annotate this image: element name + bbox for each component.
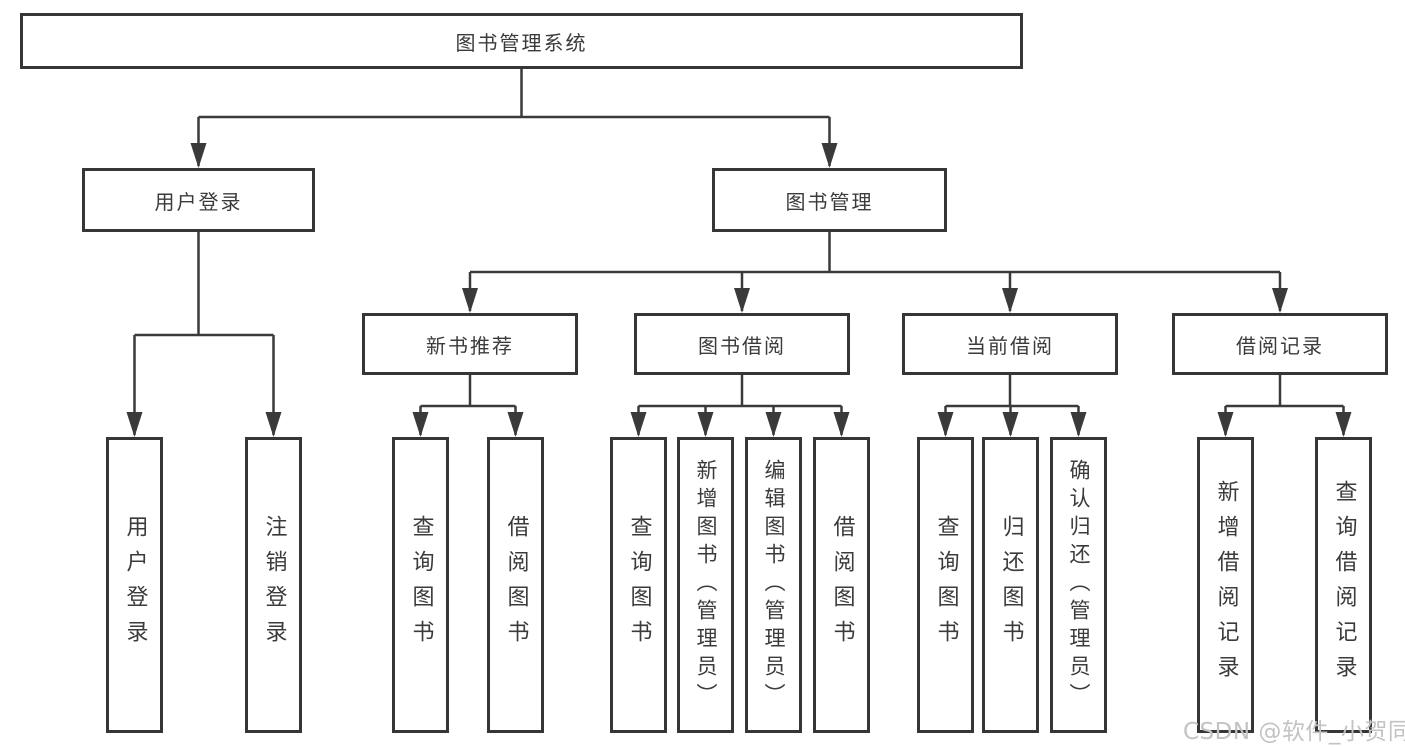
- leaf-recommend-borrow-book: 借阅图书: [487, 437, 544, 733]
- leaf-records-add-record: 新增借阅记录: [1197, 437, 1254, 733]
- connector-root-to-level2: [197, 69, 831, 166]
- arrowhead-icon: [1217, 412, 1234, 437]
- node-label: 查询图书: [626, 515, 652, 655]
- node-book-borrowing: 图书借阅: [634, 313, 850, 375]
- node-label: 当前借阅: [966, 333, 1054, 358]
- node-label: 查询图书: [408, 515, 434, 655]
- arrowhead-icon: [697, 412, 714, 437]
- arrowhead-icon: [630, 412, 647, 437]
- arrowhead-icon: [1002, 412, 1019, 437]
- node-label: 查询图书: [933, 515, 959, 655]
- arrowhead-icon: [1002, 288, 1018, 313]
- node-label: 图书借阅: [698, 333, 786, 358]
- node-label: 注销登录: [261, 515, 287, 655]
- node-current-borrowing: 当前借阅: [902, 313, 1118, 375]
- leaf-borrowing-borrow-book: 借阅图书: [813, 437, 870, 733]
- leaf-borrowing-edit-book-admin: 编辑图书（管理员）: [745, 437, 802, 733]
- node-label: 新增借阅记录: [1213, 480, 1239, 690]
- node-borrowing-records: 借阅记录: [1172, 313, 1388, 375]
- arrowhead-icon: [937, 412, 954, 437]
- arrowhead-icon: [765, 412, 782, 437]
- node-label: 新书推荐: [426, 333, 514, 358]
- arrowhead-icon: [1070, 412, 1087, 437]
- node-label: 查询借阅记录: [1331, 480, 1357, 690]
- leaf-current-query-book: 查询图书: [917, 437, 974, 733]
- node-label: 用户登录: [122, 515, 148, 655]
- arrowhead-icon: [462, 288, 478, 313]
- node-book-management: 图书管理: [712, 168, 947, 232]
- node-label: 归还图书: [998, 515, 1024, 655]
- leaf-current-return-book: 归还图书: [982, 437, 1039, 733]
- arrowhead-icon: [1335, 412, 1352, 437]
- node-label: 借阅图书: [829, 515, 855, 655]
- arrowhead-icon: [412, 412, 429, 437]
- arrowhead-icons: [126, 143, 1352, 437]
- connector-book-management-to-level3: [468, 232, 1282, 311]
- connector-borrow-records-to-leaves: [1224, 375, 1345, 435]
- connector-book-borrow-to-leaves: [637, 375, 843, 435]
- node-library-management-system: 图书管理系统: [20, 13, 1023, 69]
- node-new-book-recommendation: 新书推荐: [362, 313, 578, 375]
- node-label: 图书管理: [785, 189, 874, 214]
- node-label: 借阅记录: [1236, 333, 1324, 358]
- arrowhead-icon: [821, 143, 838, 168]
- leaf-user-login: 用户登录: [106, 437, 163, 733]
- leaf-records-query-record: 查询借阅记录: [1315, 437, 1372, 733]
- node-label: 编辑图书（管理员）: [762, 459, 786, 711]
- arrowhead-icon: [734, 288, 750, 313]
- arrowhead-icon: [507, 412, 524, 437]
- arrowhead-icon: [126, 412, 143, 437]
- csdn-watermark: CSDN @软件_小贺同学: [1183, 719, 1405, 745]
- leaf-logout: 注销登录: [245, 437, 302, 733]
- connector-lines: [133, 69, 1345, 435]
- node-label: 新增图书（管理员）: [694, 459, 718, 711]
- node-label: 用户登录: [154, 189, 243, 214]
- arrowhead-icon: [833, 412, 850, 437]
- node-label: 确认归还（管理员）: [1067, 459, 1091, 711]
- arrowhead-icon: [265, 412, 282, 437]
- arrowhead-icon: [190, 143, 207, 168]
- leaf-current-confirm-return-admin: 确认归还（管理员）: [1050, 437, 1107, 733]
- connector-user-login-to-leaves: [133, 232, 275, 435]
- node-label: 图书管理系统: [455, 30, 588, 55]
- node-user-login: 用户登录: [82, 168, 315, 232]
- leaf-borrowing-query-book: 查询图书: [610, 437, 667, 733]
- arrowhead-icon: [1272, 288, 1288, 313]
- leaf-recommend-query-book: 查询图书: [392, 437, 449, 733]
- node-label: 借阅图书: [503, 515, 529, 655]
- leaf-borrowing-add-book-admin: 新增图书（管理员）: [677, 437, 734, 733]
- connector-new-book-to-leaves: [419, 375, 517, 435]
